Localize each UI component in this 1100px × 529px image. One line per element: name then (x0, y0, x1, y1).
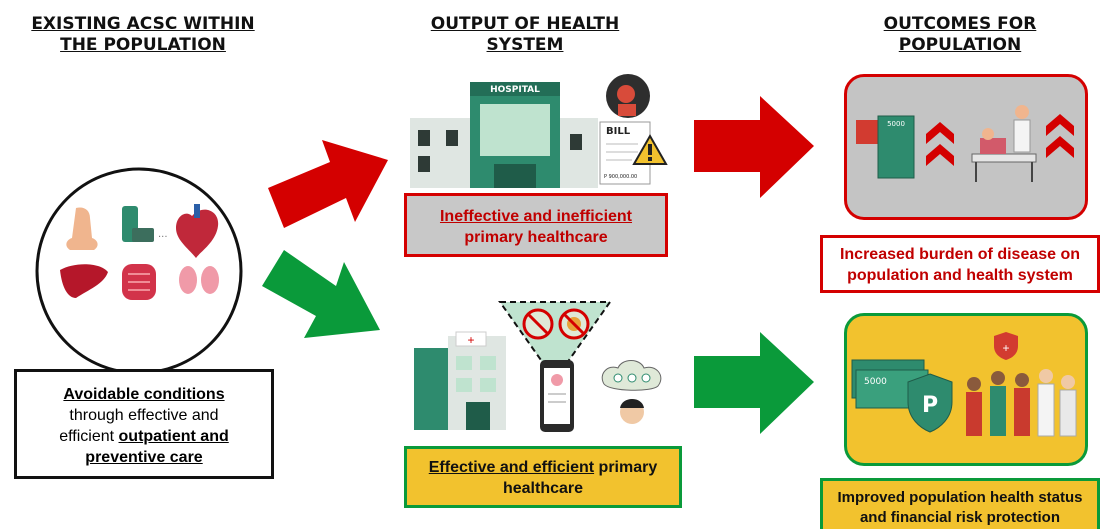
improved-line1: Improved population health status (837, 489, 1083, 506)
effective-line1-underlined: Effective and efficient (428, 459, 595, 476)
header-line: OUTPUT OF HEALTH (430, 14, 620, 34)
avoidable-title: Avoidable conditions (63, 386, 225, 403)
money-hand-icon: 5000 (856, 115, 954, 179)
smartphone-icon (540, 360, 574, 432)
ineffective-line1: Ineffective and inefficient (439, 208, 633, 225)
header-line: SYSTEM (486, 35, 564, 55)
avoidable-line4: preventive care (85, 449, 203, 466)
header-output-health-system: OUTPUT OF HEALTH SYSTEM (410, 14, 640, 56)
nose-icon (66, 207, 98, 250)
green-arrow-right-icon (694, 332, 814, 434)
burden-line2: population and health system (847, 267, 1073, 284)
medical-cross-icon: + (1002, 341, 1009, 355)
avoidable-conditions-box: Avoidable conditions through effective a… (14, 369, 274, 479)
effective-care-box: Effective and efficient primary healthca… (404, 446, 682, 508)
bill-icon: BILL P 900,000.00 (599, 121, 668, 185)
hospital-bed-icon (971, 105, 1074, 182)
red-arrow-right-icon (694, 96, 814, 198)
avoidable-line3-bold: outpatient and (118, 428, 229, 445)
svg-text:···: ··· (158, 232, 168, 243)
improved-line2: and financial risk protection (859, 509, 1061, 526)
header-existing-acsc: EXISTING ACSC WITHIN THE POPULATION (18, 14, 268, 56)
bill-amount: P 900,000.00 (604, 174, 637, 180)
header-line: OUTCOMES FOR (883, 14, 1037, 34)
hospital-sign: HOSPITAL (490, 85, 540, 95)
header-line: THE POPULATION (60, 35, 226, 55)
effective-line1: Effective and efficient primary (407, 457, 679, 478)
warning-icon (632, 133, 668, 165)
bill-title: BILL (606, 126, 631, 137)
improved-outcome-box: Improved population health status and fi… (820, 478, 1100, 529)
hospital-illustration: HOSPITAL (410, 82, 598, 188)
intestines-icon (122, 264, 156, 300)
red-arrow-up-icon (268, 140, 388, 228)
healthy-community-icon: + (966, 332, 1077, 437)
ineffective-line2: primary healthcare (464, 229, 608, 246)
no-junk-food-icon (558, 308, 590, 340)
inhaler-icon: ··· (122, 206, 168, 243)
sick-person-icon (606, 74, 650, 118)
avoidable-line3-text: efficient (59, 428, 119, 445)
preventive-funnel-illustration (498, 301, 612, 432)
effective-line1-rest: primary (594, 459, 658, 476)
heart-icon (176, 204, 219, 258)
decision-thinking-icon (601, 360, 662, 424)
increase-chevron-icon (926, 122, 954, 166)
header-outcomes-population: OUTCOMES FOR POPULATION (860, 14, 1060, 56)
medical-cross-icon: + (467, 333, 474, 347)
clinic-illustration: + (414, 331, 506, 430)
increase-chevron-icon (1046, 114, 1074, 158)
liver-icon (60, 264, 108, 298)
money-shield-icon: 5000 P (851, 359, 953, 433)
kidneys-icon (179, 266, 219, 294)
header-line: EXISTING ACSC WITHIN (31, 14, 255, 34)
money-note-value: 5000 (887, 120, 905, 128)
no-smoking-icon (522, 308, 554, 340)
effective-line2: healthcare (502, 480, 584, 497)
avoidable-line3: efficient outpatient and (17, 426, 271, 447)
shield-icon (907, 373, 953, 433)
money-note-value: 5000 (864, 377, 887, 387)
ineffective-care-box: Ineffective and inefficient primary heal… (404, 193, 668, 257)
avoidable-line2: through effective and (69, 407, 219, 424)
green-arrow-down-icon (262, 250, 380, 338)
burden-outcome-box: Increased burden of disease on populatio… (820, 235, 1100, 293)
burden-line1: Increased burden of disease on (839, 246, 1081, 263)
header-line: POPULATION (898, 35, 1022, 55)
organs-circle: ··· (35, 167, 243, 375)
shield-letter: P (922, 393, 938, 418)
